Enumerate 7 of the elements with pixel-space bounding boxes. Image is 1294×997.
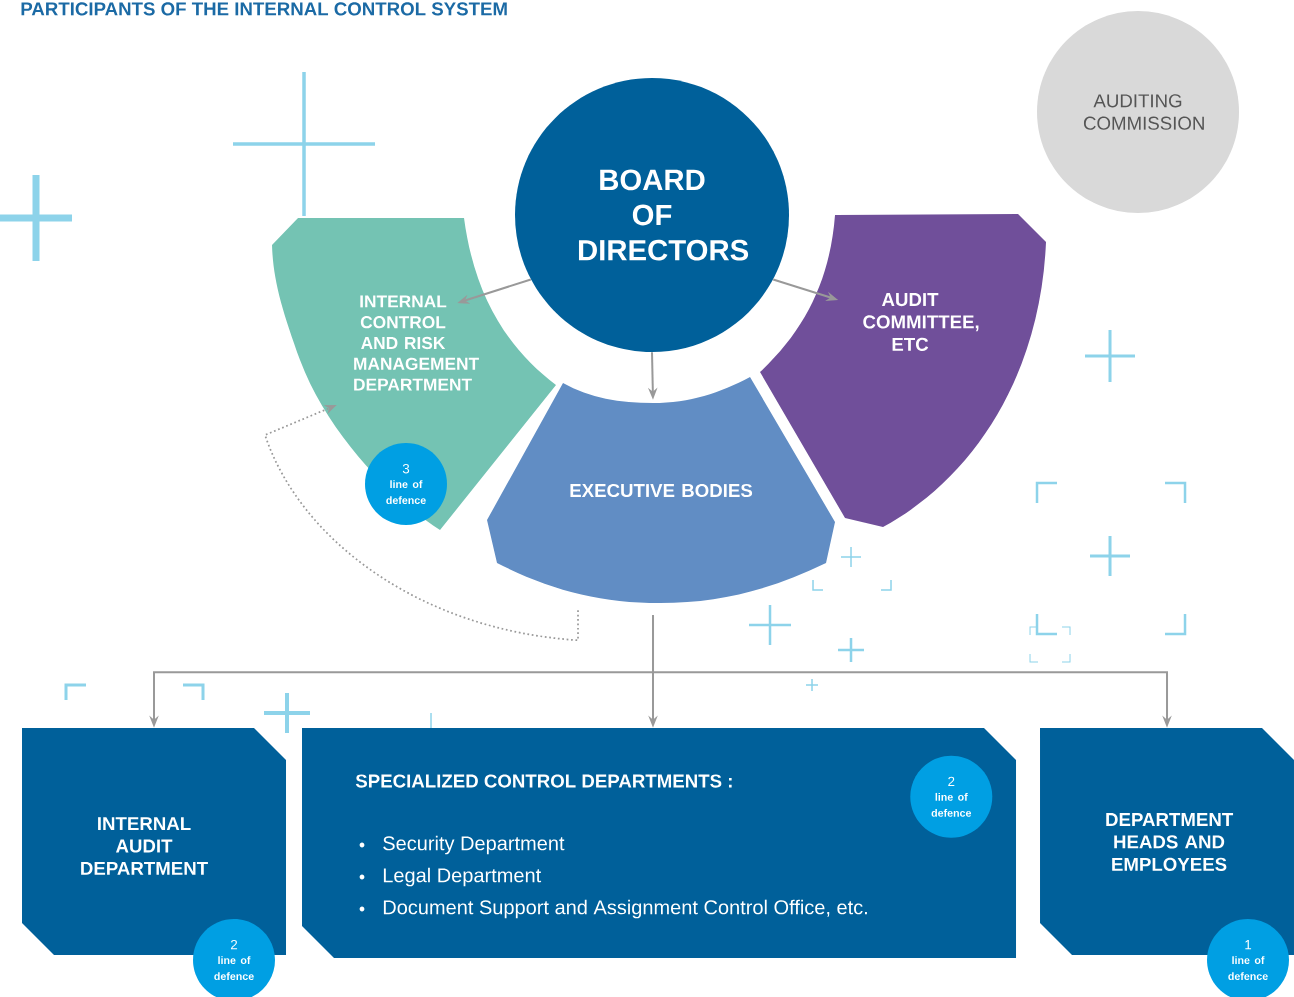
line-of-defence-badge: 2 line of defence xyxy=(910,755,993,838)
line-of-defence-badge: 2 line of defence xyxy=(193,919,275,997)
title: PARTICIPANTS OF THE INTERNAL CONTROL SYSTEM xyxy=(21,2,507,16)
line-of-defence-badge: 1 line of defence xyxy=(1207,919,1289,997)
committee-segment: AUDIT COMMITTEE, ETC xyxy=(760,214,1046,527)
arrow xyxy=(264,405,579,642)
executive-segment: EXECUTIVE BODIES xyxy=(487,377,835,603)
